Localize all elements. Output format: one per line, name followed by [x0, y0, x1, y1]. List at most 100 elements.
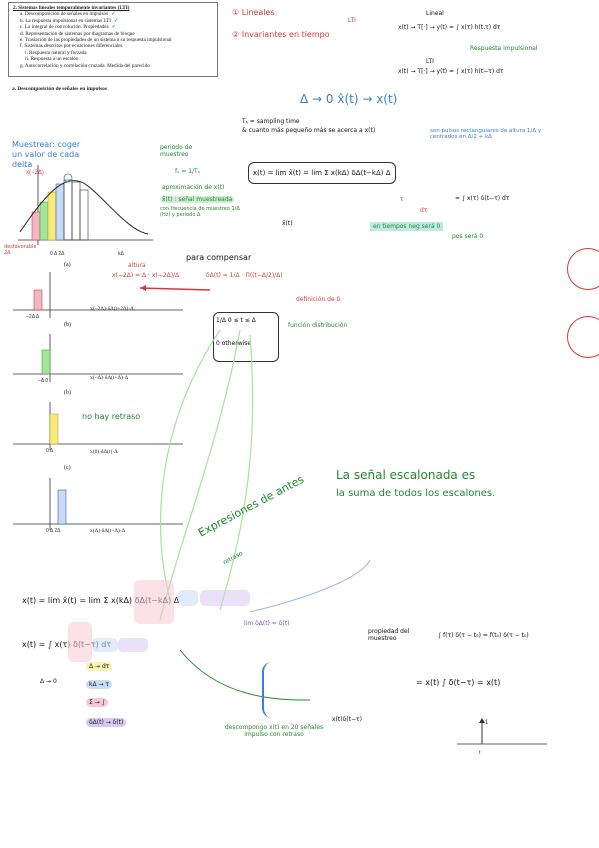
note-lti-tag: LTI: [348, 17, 356, 24]
svg-text:−Δ 0: −Δ 0: [38, 378, 48, 384]
bracket-box: [262, 662, 384, 718]
toc-item-text: f. Sistemas descritos por ecuaciones dif…: [20, 43, 123, 50]
signal-curve: [19, 180, 149, 235]
edge-figure-1: [567, 248, 599, 290]
map-delta-delta: δΔ(t) → δ(t): [86, 718, 127, 727]
chart-ticks: 0 Δ 2Δ: [50, 251, 65, 257]
toc-item: ii. Respuesta a un escalón: [13, 56, 213, 62]
note-dist: función distribución: [288, 322, 348, 329]
note-expresiones: Expresiones de antes: [196, 472, 307, 540]
svg-text:1: 1: [485, 720, 489, 726]
toc-item-text: i. Respuesta natural y forzada: [25, 49, 87, 56]
svg-text:0 Δ: 0 Δ: [46, 448, 54, 454]
panel-e-chart: 0 Δ 2Δ: [13, 478, 183, 534]
note-resp-imp: Respuesta impulsional: [470, 45, 538, 52]
note-no-retraso: no hay retraso: [82, 412, 141, 421]
note-tau: τ: [400, 196, 404, 203]
pulse-yellow: [49, 413, 59, 445]
note-retraso: retraso: [222, 549, 245, 567]
note-dtau: dτ: [420, 207, 428, 214]
toc-item: i. Respuesta natural y forzada: [13, 50, 213, 56]
sample-marker: [63, 173, 73, 183]
check-icon: ✓: [111, 11, 116, 18]
note-def-delta: definición de δ: [296, 296, 341, 303]
pulse-pink: [33, 289, 43, 311]
svg-text:0 Δ 2Δ: 0 Δ 2Δ: [46, 528, 61, 534]
caption-b: (b): [64, 322, 71, 328]
map-delta-dtau: Δ → dτ: [86, 662, 113, 671]
note-pulsos: son pulsos rectangulares de altura 1/Δ y…: [430, 128, 542, 140]
toc-item-text: a. Descomposición de señales en impulsos: [20, 11, 109, 18]
toc-item-text: d. Representación de sistemas por diagra…: [20, 30, 135, 37]
note-xdelta: x(t)δ(t−τ): [332, 716, 362, 723]
note-tiempo-neg: en tiempos neg será 0: [370, 222, 444, 231]
bottom-conv: x(t) = ∫ x(τ) δ(t−τ) dτ: [22, 640, 112, 649]
bottom-lim-eq: x(t) = lim x̂(t) = lim Σ x(kΔ) δΔ(t−kΔ) …: [22, 596, 179, 605]
toc-item-text: b. La respuesta impulsional en sistemas …: [20, 17, 112, 24]
bar-4: [55, 183, 65, 241]
pulse-definition: δΔ(t) = 1/Δ · Π((t−Δ/2)/Δ): [206, 272, 283, 279]
section-title: a. Descomposición de señales en impulsos: [12, 86, 107, 92]
toc-item-text: c. La integral de convolución. Propiedad…: [20, 24, 109, 31]
note-xhat-t: x̂(t): [282, 220, 293, 227]
piecewise-case-1: 1/Δ 0 ≤ t ≤ Δ: [216, 317, 256, 324]
bar-6: [71, 181, 81, 241]
highlight-xtau: [92, 638, 118, 652]
toc-item-text: e. Traslación de las propiedades de un s…: [20, 37, 172, 44]
note-lineales: ① Lineales: [232, 8, 275, 17]
note-xhat-def2: con frecuencia de muestreo 1/Δ (Hz) y pe…: [160, 206, 240, 218]
note-compensar: para compensar: [186, 253, 252, 262]
check-icon: ✓: [114, 17, 119, 24]
bar-7: [79, 189, 89, 241]
note-lineal-label: Lineal: [426, 10, 444, 17]
system-lineal-eq: x(t) → T[·] → y(t) = ∫ x(τ) h(t,τ) dτ: [398, 24, 501, 31]
panel-d-chart: 0 Δ: [13, 402, 183, 454]
note-altura: altura: [128, 262, 146, 269]
bottom-delta-to-0: Δ → 0: [40, 678, 57, 685]
highlight-delta: [200, 590, 250, 606]
toc-item: e. Traslación de las propiedades de un s…: [13, 37, 213, 43]
result-eq: = x(t) ∫ δ(t−τ) = x(t): [416, 678, 501, 687]
piecewise-case-2: 0 otherwise: [216, 340, 252, 347]
panel-b-chart: −2Δ Δ: [13, 272, 183, 320]
map-sum-int: Σ → ∫: [86, 698, 108, 707]
note-invariantes: ② Invariantes en tiempo: [232, 30, 330, 39]
toc-item: f. Sistemas descritos por ecuaciones dif…: [13, 43, 213, 49]
green-connector-3: [219, 334, 254, 611]
big-note-line2: la suma de todos los escalones.: [336, 488, 496, 499]
toc-item: c. La integral de convolución. Propiedad…: [13, 24, 213, 30]
toc-item-text: ii. Respuesta a un escalón: [25, 56, 79, 63]
sampling-chart: x(−2Δ) 0 Δ 2Δ kΔ: [18, 165, 153, 257]
toc-box: 2. Sistemas lineales temporalmente invar…: [8, 2, 218, 77]
toc-item: a. Descomposición de señales en impulsos…: [13, 11, 213, 17]
pulse-blue: [57, 489, 67, 525]
note-tiempo-pos: pos será 0: [452, 233, 484, 240]
caption-c: (b): [64, 390, 71, 396]
sampling-ts: Tₛ = sampling time: [242, 118, 300, 125]
sampling-note: & cuanto más pequeño más se acerca a x(t…: [242, 127, 376, 134]
toc-list: a. Descomposición de señales en impulsos…: [13, 11, 213, 69]
note-integral: = ∫ x(τ) δ(t−τ) dτ: [455, 195, 510, 202]
highlight-xkd: [178, 590, 198, 606]
edge-figure-2: [567, 316, 599, 358]
note-descompongo: descompongo x(t) en 20 señales impulso c…: [224, 724, 324, 738]
note-xhat-def: x̂(t) : señal muestreada: [160, 196, 235, 203]
bar-3: [47, 191, 57, 241]
svg-text:t: t: [479, 750, 481, 756]
toc-item: g. Autocorrelación y correlación cruzada…: [13, 63, 213, 69]
panel-d-label: x(Δ)·δΔ(t−Δ)·Δ: [90, 528, 126, 534]
caption-a: (a): [64, 262, 71, 268]
highlight-dtau: [118, 638, 148, 652]
note-altura-eq: x(−2Δ) = Δ · x(−2Δ)/Δ: [112, 272, 180, 279]
bottom-lim-delta: lim δΔ(t) = δ(t): [244, 620, 290, 627]
bar-2: [39, 201, 49, 241]
bottom-lim-eq-text: x(t) = lim x̂(t) = lim Σ x(kΔ) δΔ(t−kΔ) …: [22, 596, 180, 605]
note-propiedad: propiedad del muestreo: [368, 628, 410, 642]
limit-note: Δ → 0 x̂(t) → x(t): [300, 92, 398, 106]
bar-1: [31, 211, 41, 241]
toc-item: d. Representación de sistemas por diagra…: [13, 31, 213, 37]
note-fs: fₛ = 1/Tₛ: [175, 168, 200, 175]
toc-heading: 2. Sistemas lineales temporalmente invar…: [13, 5, 130, 11]
chart-kdelta: kΔ: [118, 251, 125, 257]
toc-item: b. La respuesta impulsional en sistemas …: [13, 18, 213, 24]
